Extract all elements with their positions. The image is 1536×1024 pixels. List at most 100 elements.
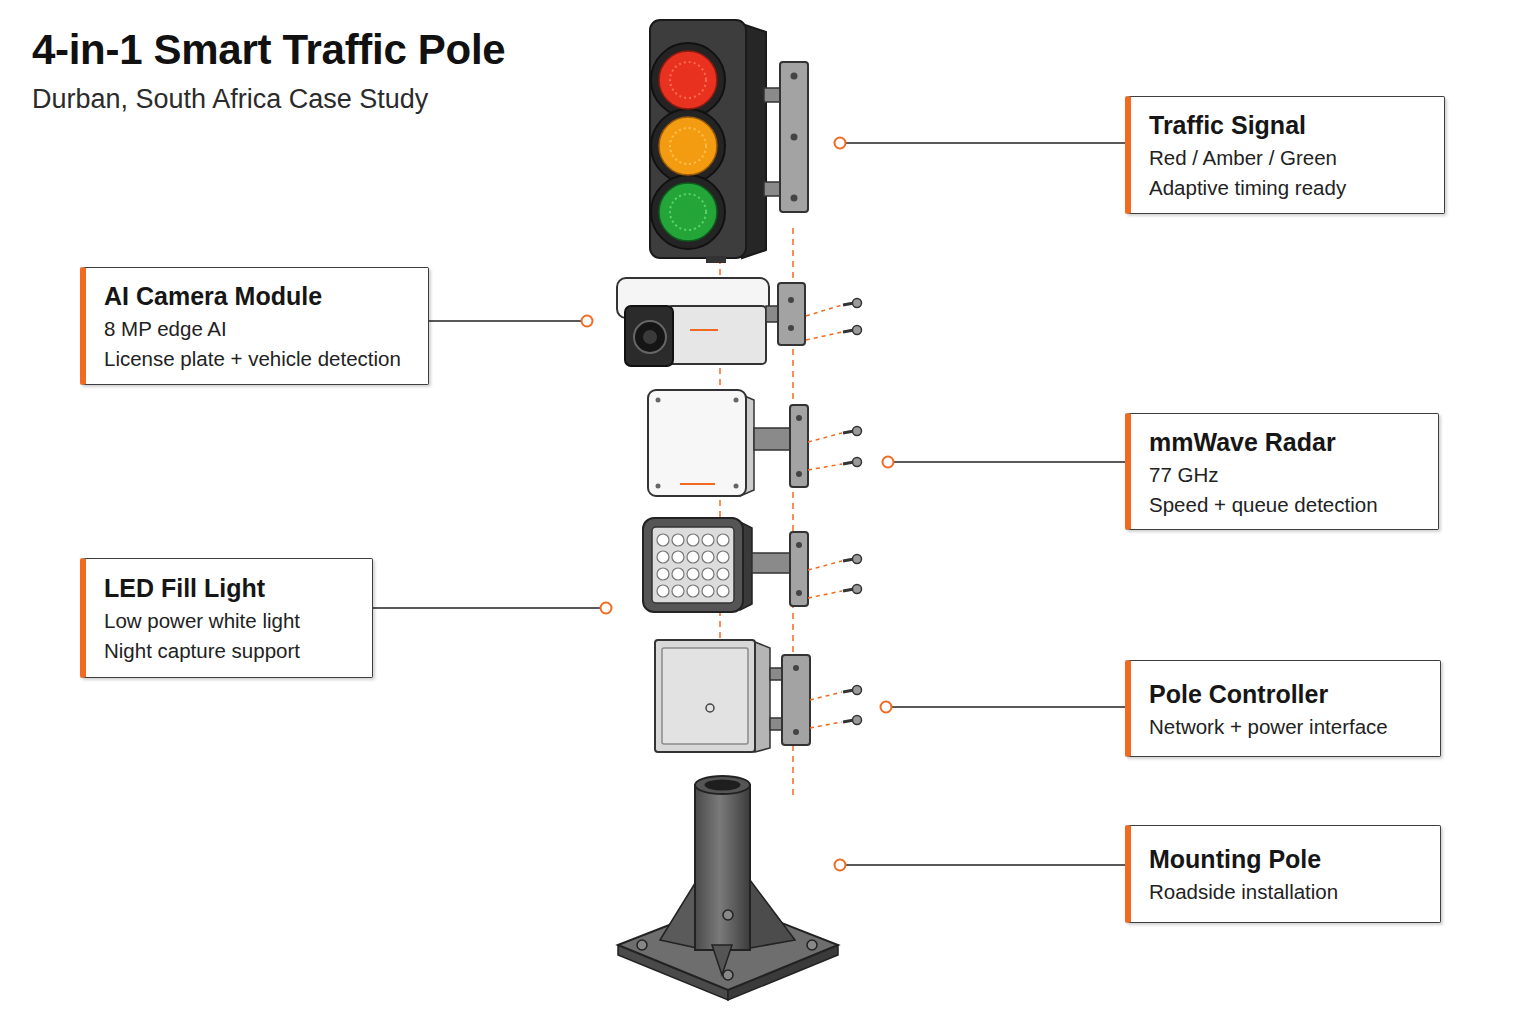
lamp-texture — [670, 194, 706, 230]
camera-front — [625, 306, 673, 366]
callout-detail: Red / Amber / Green — [1149, 143, 1426, 173]
leader-line — [894, 461, 1126, 463]
green-lamp — [659, 183, 717, 241]
callout-detail: License plate + vehicle detection — [104, 344, 410, 374]
screw-head — [853, 427, 862, 436]
led-chip — [657, 534, 669, 546]
led-chip — [672, 551, 684, 563]
camera-lens — [634, 321, 666, 353]
led-chip — [687, 534, 699, 546]
callout-heading: mmWave Radar — [1149, 424, 1420, 460]
subtitle-label: Durban, South Africa Case Study — [32, 84, 428, 115]
leader-dot — [881, 702, 892, 713]
lamp-texture — [670, 62, 706, 98]
plate-hole — [793, 665, 799, 671]
led-chip — [717, 568, 729, 580]
amber-lamp — [659, 117, 717, 175]
led-chip — [702, 551, 714, 563]
callout-detail: 8 MP edge AI — [104, 314, 410, 344]
led-chip — [687, 568, 699, 580]
callout-box: LED Fill LightLow power white lightNight… — [80, 558, 373, 678]
callout-detail: Roadside installation — [1149, 877, 1422, 907]
plate-hole — [788, 325, 794, 331]
screws — [843, 299, 862, 725]
lens-glass — [643, 330, 657, 344]
callout-heading: AI Camera Module — [104, 278, 410, 314]
mount-plate — [778, 283, 805, 345]
fixing-dash — [810, 692, 842, 700]
led-chip — [702, 568, 714, 580]
signal-housing — [650, 20, 746, 258]
fixing-dash — [808, 464, 842, 470]
red-lamp — [659, 51, 717, 109]
plate-hole — [791, 73, 798, 80]
led-chip — [657, 568, 669, 580]
callout-detail: Speed + queue detection — [1149, 490, 1420, 520]
enclosure-screw — [734, 484, 739, 489]
callout-detail: Night capture support — [104, 636, 354, 666]
plate-hole — [796, 542, 802, 548]
fixing-dash — [808, 433, 842, 442]
led-chip — [717, 551, 729, 563]
led-array — [657, 534, 729, 597]
leader-dot — [835, 138, 846, 149]
callout-box: Pole ControllerNetwork + power interface — [1125, 660, 1441, 757]
mount-plate — [790, 405, 808, 487]
mount-arm — [752, 553, 792, 573]
led-chip — [687, 551, 699, 563]
led-chip — [717, 534, 729, 546]
leader-line — [373, 607, 600, 609]
diagram-title: 4-in-1 Smart Traffic Pole — [32, 26, 505, 74]
radar-drawing — [648, 390, 808, 496]
screw-head — [853, 716, 862, 725]
callout-heading: Traffic Signal — [1149, 107, 1426, 143]
fixing-dash — [806, 305, 842, 316]
callout-heading: Pole Controller — [1149, 676, 1422, 712]
led-chip — [672, 585, 684, 597]
fixing-dash — [808, 591, 842, 598]
leader-dot — [835, 860, 846, 871]
enclosure-screw — [656, 484, 661, 489]
plate-hole — [791, 195, 798, 202]
leader-dot — [582, 316, 593, 327]
screw-head — [853, 585, 862, 594]
plate-hole — [791, 134, 798, 141]
enclosure-screw — [656, 398, 661, 403]
callout-heading: Mounting Pole — [1149, 841, 1422, 877]
leader-line — [892, 706, 1126, 708]
led-chip — [717, 585, 729, 597]
callout-detail: Low power white light — [104, 606, 354, 636]
door-lock — [706, 704, 714, 712]
anchor-bolt — [637, 940, 647, 950]
base-plate — [618, 902, 838, 990]
leader-dots — [582, 138, 894, 871]
led-panel — [652, 527, 734, 603]
mount-plate — [790, 532, 808, 606]
anchor-bolt — [723, 910, 733, 920]
fixing-dash — [808, 561, 842, 570]
housing-nub — [706, 256, 726, 263]
fixing-dash — [806, 332, 842, 340]
led-chip — [657, 585, 669, 597]
accent-stripe — [690, 329, 718, 331]
leader-dot — [883, 457, 894, 468]
controller-cabinet — [655, 640, 755, 752]
base-gusset — [660, 880, 697, 948]
mount-arm — [754, 428, 792, 450]
screw-head — [853, 686, 862, 695]
accent-stripe — [680, 483, 715, 485]
radar-enclosure — [648, 390, 746, 496]
camera-body — [668, 306, 766, 364]
screw-head — [853, 299, 862, 308]
signal-visor — [651, 175, 725, 249]
leader-lines — [373, 143, 1126, 865]
leader-line — [429, 320, 581, 322]
callout-box: Mounting PoleRoadside installation — [1125, 825, 1441, 923]
led-chip — [672, 568, 684, 580]
plate-hole — [788, 297, 794, 303]
leader-line — [846, 142, 1126, 144]
pole-shaft — [695, 785, 750, 950]
pole-top — [695, 776, 750, 794]
signal-visor — [651, 109, 725, 183]
